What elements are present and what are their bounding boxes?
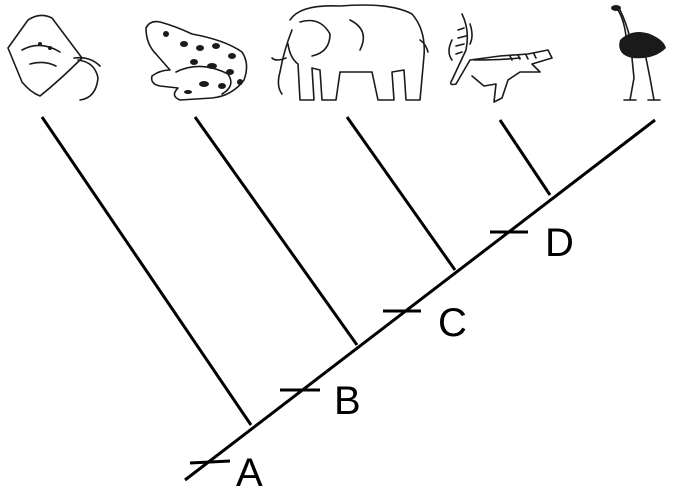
label-a: A [236,451,263,493]
main-spine [185,120,655,480]
label-b: B [334,379,361,423]
branch-stingray [42,117,251,425]
branch-frog [195,117,357,345]
branch-elephant [347,117,455,270]
elephant-icon [272,5,428,100]
label-c: C [438,301,467,345]
frog-icon [146,22,247,100]
branch-crocodile [500,120,550,195]
stingray-icon [8,15,100,100]
crocodile-icon [449,14,552,102]
ostrich-icon [611,5,666,100]
label-d: D [545,221,574,265]
tick-a [190,461,230,463]
